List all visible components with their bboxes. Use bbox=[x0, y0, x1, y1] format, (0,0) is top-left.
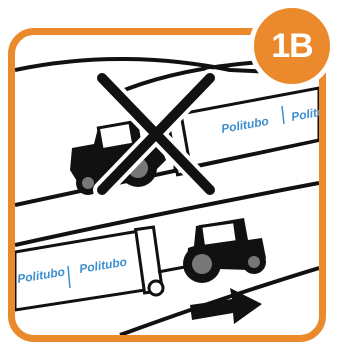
step-badge: 1B bbox=[249, 3, 335, 89]
direction-arrow-icon bbox=[190, 288, 262, 324]
middle-slope-line bbox=[15, 183, 319, 245]
step-badge-label: 1B bbox=[271, 27, 312, 66]
bottom-tractor bbox=[183, 218, 266, 283]
